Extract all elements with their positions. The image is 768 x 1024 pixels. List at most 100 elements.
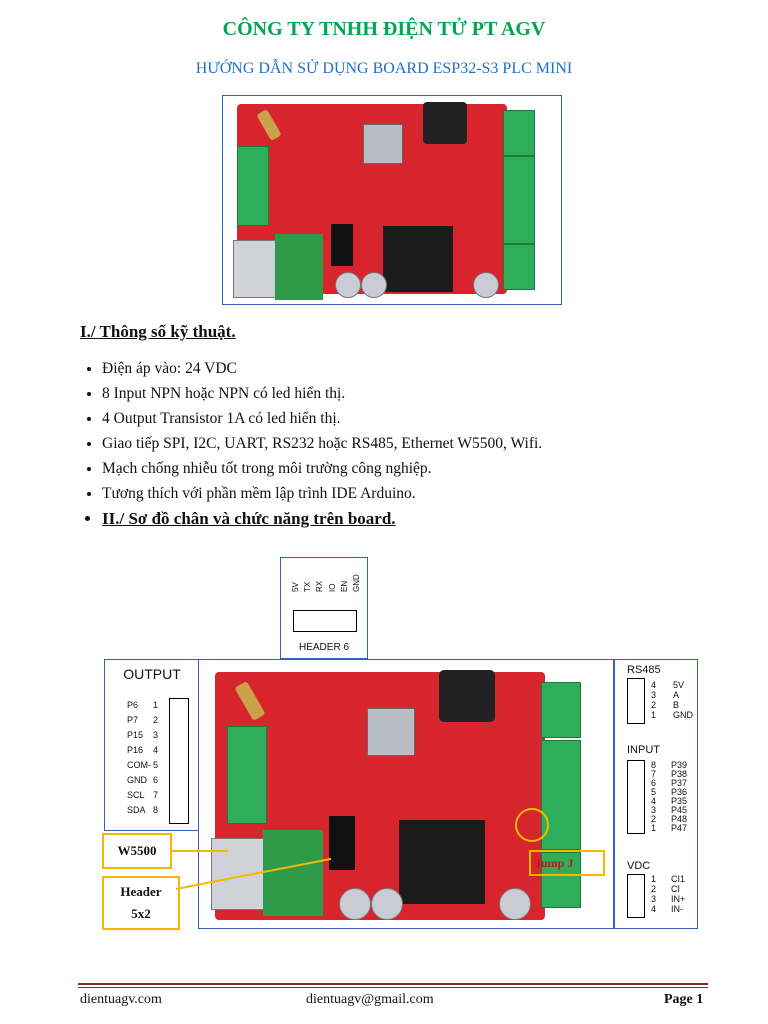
capacitor bbox=[473, 272, 499, 298]
terminal-right-top bbox=[541, 682, 581, 738]
header-5x2 bbox=[329, 816, 355, 870]
w5500-callout: W5500 bbox=[102, 833, 172, 869]
terminal-right-bottom bbox=[503, 244, 535, 290]
pin-number: 6 bbox=[651, 778, 657, 788]
pin-name: SDA bbox=[127, 805, 146, 815]
capacitor bbox=[361, 272, 387, 298]
jump-circle bbox=[515, 808, 549, 842]
pin-number: 4 bbox=[153, 745, 159, 755]
pin-name: P6 bbox=[127, 700, 139, 710]
pin-number: 2 bbox=[651, 814, 657, 824]
pin-number: 2 bbox=[153, 715, 159, 725]
pin-number: 4 bbox=[651, 796, 657, 806]
pin-name: P37 bbox=[671, 778, 688, 788]
document-subtitle: HƯỚNG DẪN SỬ DỤNG BOARD ESP32-S3 PLC MIN… bbox=[195, 60, 573, 77]
output-connector bbox=[169, 698, 189, 824]
pin-number: 8 bbox=[153, 805, 159, 815]
pin-number: 1 bbox=[153, 700, 159, 710]
board-photo-bottom: Jump J bbox=[198, 659, 614, 929]
pin-label: IO bbox=[327, 583, 337, 592]
pin-name: IN+ bbox=[671, 894, 686, 904]
vdc-connector bbox=[627, 874, 645, 918]
header6-diagram: 5V TX RX IO EN GND HEADER 6 bbox=[280, 557, 368, 659]
power-module bbox=[383, 226, 453, 292]
relay-black bbox=[423, 102, 467, 144]
spec-item: 8 Input NPN hoặc NPN có led hiển thị. bbox=[102, 381, 742, 406]
vdc-title: VDC bbox=[627, 860, 651, 872]
pin-name: P39 bbox=[671, 760, 688, 770]
capacitor bbox=[499, 888, 531, 920]
jump-label: Jump J bbox=[535, 856, 574, 870]
pin-name: P48 bbox=[671, 814, 688, 824]
pin-name: 5V bbox=[673, 680, 685, 690]
pin-name: P45 bbox=[671, 805, 688, 815]
pin-label: TX bbox=[303, 581, 313, 592]
pin-name: P38 bbox=[671, 769, 688, 779]
pin-number: 5 bbox=[153, 760, 159, 770]
relay-black bbox=[439, 670, 495, 722]
pin-name: GND bbox=[673, 710, 693, 720]
capacitor bbox=[335, 272, 361, 298]
pin-number: 6 bbox=[153, 775, 159, 785]
pin-name: GND bbox=[127, 775, 147, 785]
pin-name: COM- bbox=[127, 760, 151, 770]
ethernet-jack bbox=[233, 240, 277, 298]
pin-name: B bbox=[673, 700, 680, 710]
pin-name: P15 bbox=[127, 730, 144, 740]
w5500-board bbox=[263, 830, 323, 916]
pin-number: 5 bbox=[651, 787, 657, 797]
w5500-board bbox=[275, 234, 323, 300]
terminal-right-top bbox=[503, 110, 535, 156]
jump-callout: Jump J bbox=[529, 850, 605, 876]
pin-number: 8 bbox=[651, 760, 657, 770]
pin-number: 4 bbox=[651, 904, 657, 914]
pin-number: 3 bbox=[651, 894, 657, 904]
header-label-line1: Header bbox=[120, 884, 162, 899]
pin-name: CI1 bbox=[671, 874, 686, 884]
board-photo-top bbox=[222, 95, 562, 305]
header6-connector bbox=[293, 610, 357, 632]
footer-email: dientuagv@gmail.com bbox=[306, 992, 434, 1007]
power-module bbox=[399, 820, 485, 904]
footer-page-number: Page 1 bbox=[664, 992, 704, 1007]
spec-item: Mạch chống nhiễu tốt trong môi trường cô… bbox=[102, 456, 742, 481]
pin-name: P47 bbox=[671, 823, 688, 833]
pin-name: P7 bbox=[127, 715, 139, 725]
capacitor bbox=[371, 888, 403, 920]
wifi-module bbox=[367, 708, 415, 756]
pin-name: CI bbox=[671, 884, 680, 894]
footer-rule bbox=[78, 987, 708, 988]
header6-label: HEADER 6 bbox=[298, 642, 349, 653]
footer-rule bbox=[78, 983, 708, 985]
pin-number: 3 bbox=[153, 730, 159, 740]
pin-number: 1 bbox=[651, 823, 657, 833]
pin-number: 7 bbox=[651, 769, 657, 779]
pin-number: 7 bbox=[153, 790, 159, 800]
spec-item: Điện áp vào: 24 VDC bbox=[102, 356, 742, 381]
input-title: INPUT bbox=[627, 744, 660, 756]
rs485-connector bbox=[627, 678, 645, 724]
w5500-label: W5500 bbox=[117, 843, 157, 858]
header-callout: Header 5x2 bbox=[102, 876, 180, 930]
company-title: CÔNG TY TNHH ĐIỆN TỬ PT AGV bbox=[222, 18, 546, 40]
terminal-right-mid bbox=[503, 156, 535, 244]
terminal-right-mid bbox=[541, 740, 581, 850]
pin-name: SCL bbox=[127, 790, 145, 800]
section-2-title: II./ Sơ đồ chân và chức năng trên board. bbox=[102, 506, 742, 531]
spec-list: Điện áp vào: 24 VDC 8 Input NPN hoặc NPN… bbox=[80, 356, 742, 531]
rs485-title: RS485 bbox=[627, 664, 661, 676]
pin-name: P35 bbox=[671, 796, 688, 806]
pin-name: P16 bbox=[127, 745, 144, 755]
pin-number: 2 bbox=[651, 884, 657, 894]
pin-number: 3 bbox=[651, 805, 657, 815]
wifi-module bbox=[363, 124, 403, 164]
pin-number: 2 bbox=[651, 700, 657, 710]
pin-name: A bbox=[673, 690, 680, 700]
terminal-left bbox=[227, 726, 267, 824]
pin-label: EN bbox=[339, 580, 349, 592]
pin-name: P36 bbox=[671, 787, 688, 797]
section-1-title: I./ Thông số kỹ thuật. bbox=[80, 322, 236, 341]
spec-item: 4 Output Transistor 1A có led hiển thị. bbox=[102, 406, 742, 431]
header-label-line2: 5x2 bbox=[131, 906, 151, 921]
